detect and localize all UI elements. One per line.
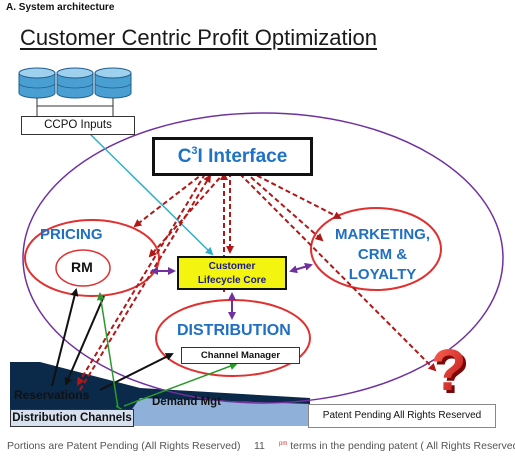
demand-mgt-label: Demand Mgt [152, 396, 221, 408]
reservations-label: Reservations [14, 388, 90, 402]
ccpo-inputs-box: CCPO Inputs [21, 116, 135, 135]
page-title: Customer Centric Profit Optimization [20, 25, 377, 50]
c3i-prefix: C [177, 146, 192, 167]
question-mark-glyph: ? [431, 338, 466, 403]
rm-ellipse [55, 249, 111, 287]
pricing-ellipse [24, 219, 160, 297]
c3i-interface-box: C3I Interface [152, 137, 313, 176]
c3i-red-arrows [76, 171, 437, 391]
core-bidirectional-arrows [150, 262, 313, 320]
distribution-label: DISTRIBUTION [177, 322, 291, 339]
core-line-1: Customer [208, 261, 256, 272]
outer-ring [22, 112, 504, 404]
rm-label: RM [71, 259, 93, 275]
marketing-line-1: MARKETING, [335, 226, 430, 243]
patent-pending-box: Patent Pending All Rights Reserved [308, 404, 496, 428]
core-line-2: Lifecycle Core [197, 275, 267, 286]
footer-left-text: Portions are Patent Pending (All Rights … [7, 440, 241, 452]
question-mark-icon: ? ? [431, 338, 469, 406]
database-icon [18, 67, 56, 99]
footer-right-body: terms in the pending patent ( All Rights… [287, 440, 515, 452]
marketing-label: MARKETING, CRM & LOYALTY [335, 225, 430, 285]
svg-text:?: ? [434, 341, 469, 406]
section-label: A. System architecture [6, 2, 115, 13]
marketing-line-2: CRM & [357, 246, 408, 263]
c3i-superscript: 3 [191, 145, 198, 157]
bottom-band-light [120, 398, 310, 426]
page-number: 11 [254, 440, 265, 452]
marketing-line-3: LOYALTY [348, 266, 417, 283]
channel-manager-box: Channel Manager [181, 347, 300, 364]
database-icon [94, 67, 132, 99]
database-icon [56, 67, 94, 99]
footer-right-text: pm terms in the pending patent ( All Rig… [279, 440, 515, 452]
pricing-label: PRICING [40, 226, 103, 243]
customer-lifecycle-core-box: Customer Lifecycle Core [177, 256, 287, 290]
distribution-channels-box: Distribution Channels [10, 409, 134, 427]
black-arrows [51, 288, 174, 391]
inputs-to-core-arrow [89, 133, 214, 256]
marketing-ellipse [310, 207, 442, 291]
c3i-suffix: I Interface [197, 146, 288, 167]
footer-right-sup: pm [279, 441, 288, 447]
